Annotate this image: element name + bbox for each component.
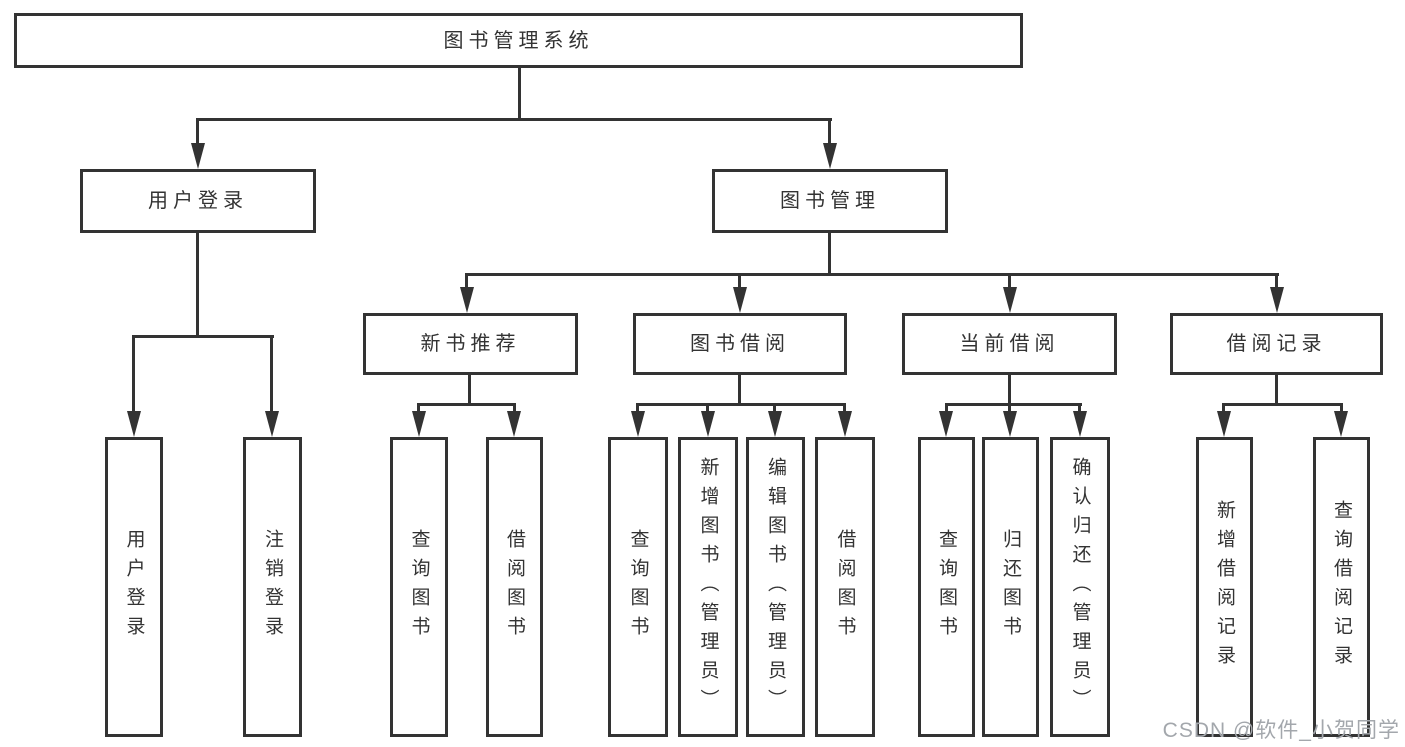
- arrowhead-down-icon: [939, 411, 953, 437]
- arrowhead-down-icon: [631, 411, 645, 437]
- edge-line: [270, 335, 273, 413]
- node-root-library-system: 图书管理系统: [14, 13, 1023, 68]
- leaf-label: 借阅图书: [834, 529, 856, 645]
- leaf-label: 查询图书: [408, 529, 430, 645]
- leaf-label: 查询借阅记录: [1331, 500, 1352, 674]
- edge-line: [196, 118, 199, 145]
- edge-line: [828, 118, 831, 145]
- edge-line: [1340, 403, 1343, 413]
- node-book-management: 图书管理: [712, 169, 948, 233]
- node-user-login: 用户登录: [80, 169, 316, 233]
- edge-line: [465, 273, 1279, 276]
- leaf-label: 确认归还（管理员）: [1069, 456, 1091, 718]
- arrowhead-down-icon: [412, 411, 426, 437]
- node-borrowing-records: 借阅记录: [1170, 313, 1383, 375]
- edge-line: [196, 233, 199, 336]
- leaf-label: 查询图书: [627, 529, 649, 645]
- arrowhead-down-icon: [460, 287, 474, 313]
- node-user-login-label: 用户登录: [148, 190, 248, 212]
- edge-line: [465, 273, 468, 289]
- arrowhead-down-icon: [1003, 287, 1017, 313]
- edge-line: [132, 335, 274, 338]
- edge-line: [1078, 403, 1081, 413]
- edge-line: [196, 118, 832, 121]
- leaf-records-query-borrow-record: 查询借阅记录: [1313, 437, 1370, 737]
- arrowhead-down-icon: [701, 411, 715, 437]
- leaf-user-login: 用户登录: [105, 437, 163, 737]
- arrowhead-down-icon: [1073, 411, 1087, 437]
- edge-line: [773, 403, 776, 413]
- node-new-book-recommend: 新书推荐: [363, 313, 578, 375]
- leaf-borrowing-query-books: 查询图书: [608, 437, 668, 737]
- edge-line: [636, 403, 639, 413]
- edge-line: [1008, 375, 1011, 404]
- edge-line: [945, 403, 1082, 406]
- leaf-recommend-borrow-books: 借阅图书: [486, 437, 543, 737]
- edge-line: [843, 403, 846, 413]
- arrowhead-down-icon: [768, 411, 782, 437]
- edge-line: [417, 403, 516, 406]
- arrowhead-down-icon: [507, 411, 521, 437]
- edge-line: [132, 335, 135, 413]
- arrowhead-down-icon: [1217, 411, 1231, 437]
- leaf-current-query-books: 查询图书: [918, 437, 975, 737]
- node-book-management-label: 图书管理: [780, 190, 880, 212]
- edge-line: [1222, 403, 1225, 413]
- arrowhead-down-icon: [1003, 411, 1017, 437]
- node-book-borrowing: 图书借阅: [633, 313, 847, 375]
- edge-line: [636, 403, 846, 406]
- leaf-label: 新增借阅记录: [1214, 500, 1235, 674]
- leaf-borrowing-edit-books-admin: 编辑图书（管理员）: [746, 437, 805, 737]
- node-root-label: 图书管理系统: [443, 29, 594, 52]
- edge-line: [513, 403, 516, 413]
- arrowhead-down-icon: [1270, 287, 1284, 313]
- leaf-current-return-books: 归还图书: [982, 437, 1039, 737]
- edge-line: [518, 68, 521, 119]
- leaf-label: 借阅图书: [504, 529, 525, 645]
- edge-line: [706, 403, 709, 413]
- edge-line: [945, 403, 948, 413]
- arrowhead-down-icon: [838, 411, 852, 437]
- arrowhead-down-icon: [191, 143, 205, 169]
- edge-line: [1275, 375, 1278, 404]
- leaf-label: 归还图书: [1000, 529, 1021, 645]
- arrowhead-down-icon: [127, 411, 141, 437]
- arrowhead-down-icon: [1334, 411, 1348, 437]
- leaf-label: 新增图书（管理员）: [697, 456, 719, 718]
- node-book-borrowing-label: 图书借阅: [690, 333, 790, 355]
- edge-line: [738, 273, 741, 289]
- leaf-borrowing-add-books-admin: 新增图书（管理员）: [678, 437, 738, 737]
- leaf-records-add-borrow-record: 新增借阅记录: [1196, 437, 1253, 737]
- node-current-borrowing: 当前借阅: [902, 313, 1117, 375]
- leaf-borrowing-borrow-books: 借阅图书: [815, 437, 875, 737]
- edge-line: [1222, 403, 1342, 406]
- arrowhead-down-icon: [265, 411, 279, 437]
- leaf-logout: 注销登录: [243, 437, 302, 737]
- leaf-current-confirm-return-admin: 确认归还（管理员）: [1050, 437, 1110, 737]
- arrowhead-down-icon: [733, 287, 747, 313]
- edge-line: [738, 375, 741, 404]
- edge-line: [417, 403, 420, 413]
- leaf-recommend-query-books: 查询图书: [390, 437, 448, 737]
- edge-line: [828, 233, 831, 274]
- edge-line: [1008, 403, 1011, 413]
- edge-line: [1275, 273, 1278, 289]
- leaf-label: 用户登录: [123, 529, 145, 645]
- leaf-label: 注销登录: [262, 529, 283, 645]
- edge-line: [468, 375, 471, 404]
- leaf-label: 查询图书: [936, 529, 957, 645]
- edge-line: [1008, 273, 1011, 289]
- csdn-watermark: CSDN @软件_小贺同学: [1162, 719, 1400, 742]
- leaf-label: 编辑图书（管理员）: [765, 456, 786, 718]
- node-borrowing-records-label: 借阅记录: [1226, 333, 1327, 355]
- arrowhead-down-icon: [823, 143, 837, 169]
- node-new-book-recommend-label: 新书推荐: [420, 333, 521, 355]
- node-current-borrowing-label: 当前借阅: [959, 333, 1060, 355]
